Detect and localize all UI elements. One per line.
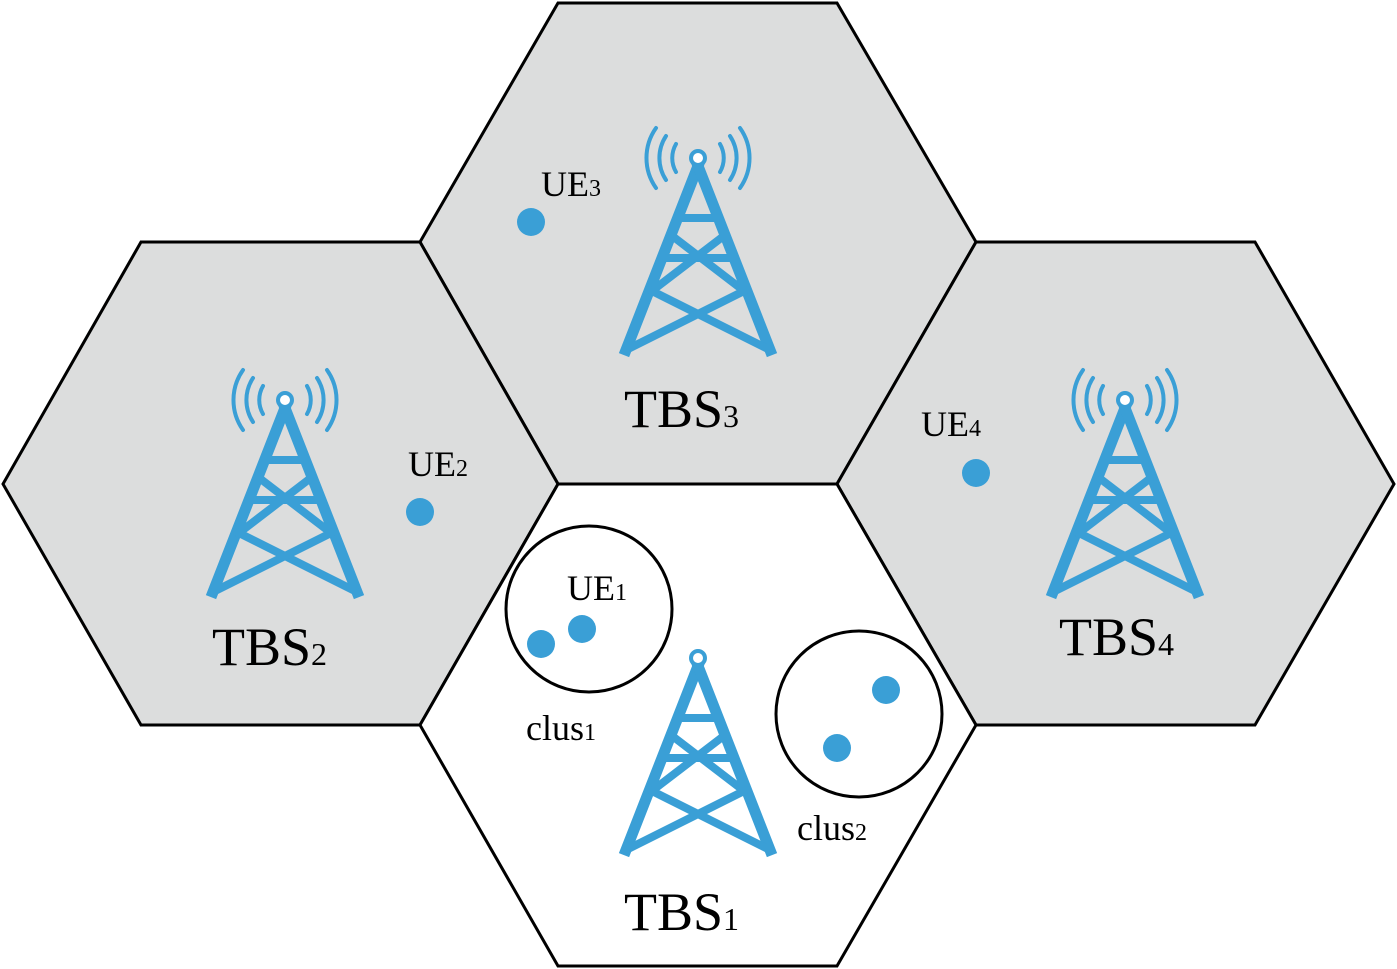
ue3-label: UE3 <box>541 164 601 204</box>
cluster-2-circle <box>774 629 944 799</box>
tower-tbs1-icon <box>618 649 778 858</box>
tbs2-label: TBS2 <box>212 617 327 677</box>
cluster-2-dot-a <box>872 676 900 704</box>
ue4-label: UE4 <box>921 404 981 444</box>
ue1-label: UE1 <box>567 568 627 608</box>
clus2-label: clus2 <box>797 808 867 848</box>
tower-tbs4-icon <box>1045 368 1205 600</box>
cluster-2-dot-b <box>823 734 851 762</box>
tower-tbs2-icon <box>205 368 365 600</box>
cluster-1-circle <box>504 524 674 694</box>
tower-tbs3-icon <box>618 126 778 358</box>
ue4-dot <box>962 459 990 487</box>
ue1-dot-a <box>527 630 555 658</box>
ue3-dot <box>517 208 545 236</box>
tbs4-label: TBS4 <box>1059 607 1174 667</box>
tbs3-label: TBS3 <box>624 379 739 439</box>
tbs1-label: TBS1 <box>624 882 739 942</box>
clus1-label: clus1 <box>526 708 596 748</box>
ue1-dot-b <box>568 615 596 643</box>
cell-tbs1 <box>418 482 978 968</box>
ue2-dot <box>406 498 434 526</box>
ue2-label: UE2 <box>408 444 468 484</box>
